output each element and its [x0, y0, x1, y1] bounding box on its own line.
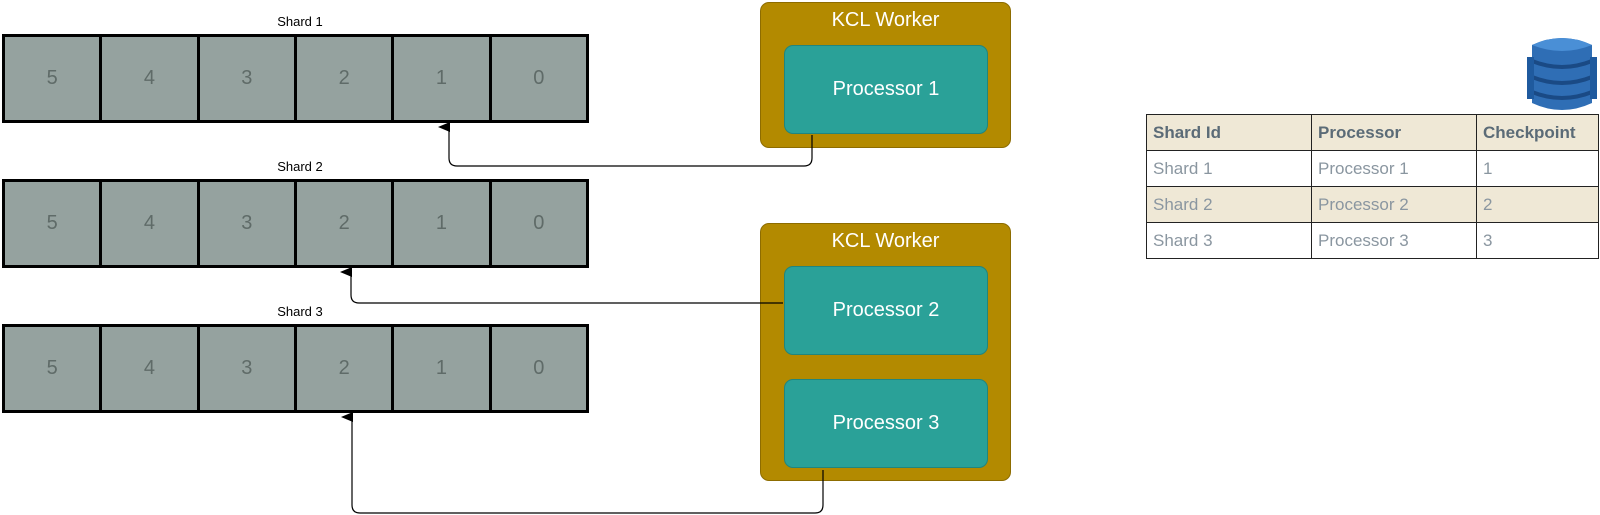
arrow-processor-2-to-shard-2 — [340, 267, 783, 304]
record-cell: 4 — [102, 182, 200, 265]
record-cell: 0 — [533, 357, 545, 379]
record-cell: 3 — [200, 327, 297, 410]
record-cell: 0 — [533, 67, 545, 89]
cell-checkpoint: 1 — [1476, 150, 1599, 187]
dynamodb-database-icon — [1527, 38, 1597, 110]
shard-label-2: Shard 2 — [277, 159, 323, 174]
record-cell: 1 — [394, 327, 492, 410]
table-row: Shard 3 Processor 3 3 — [1146, 222, 1599, 259]
processor-3: Processor 3 — [784, 379, 988, 468]
cell-checkpoint: 3 — [1476, 222, 1599, 259]
record-cell: 2 — [297, 327, 395, 410]
processor-2: Processor 2 — [784, 266, 988, 355]
table-row: Shard 1 Processor 1 1 — [1146, 150, 1599, 187]
header-shard-id: Shard Id — [1146, 114, 1312, 151]
record-cell: 4 — [102, 37, 200, 120]
shard-label-3: Shard 3 — [277, 304, 323, 319]
cell-processor: Processor 3 — [1311, 222, 1477, 259]
header-checkpoint: Checkpoint — [1476, 114, 1599, 151]
record-cell: 1 — [394, 182, 492, 265]
record-cell: 1 — [394, 37, 492, 120]
cell-checkpoint: 2 — [1476, 186, 1599, 223]
record-cell: 2 — [297, 37, 395, 120]
worker-title: KCL Worker — [831, 9, 940, 31]
table-header-row: Shard Id Processor Checkpoint — [1146, 114, 1599, 151]
cell-processor: Processor 1 — [1311, 150, 1477, 187]
cell-processor: Processor 2 — [1311, 186, 1477, 223]
record-cell: 4 — [102, 327, 200, 410]
header-processor: Processor — [1311, 114, 1477, 151]
arrow-processor-3-to-shard-3 — [341, 412, 824, 514]
record-cell: 5 — [5, 327, 103, 410]
kcl-worker-1: KCL Worker Processor 1 — [760, 2, 1011, 148]
shard-row-2: 5 4 3 2 1 0 — [2, 179, 589, 268]
checkpoint-table: Shard Id Processor Checkpoint Shard 1 Pr… — [1146, 114, 1599, 259]
record-cell: 3 — [200, 37, 297, 120]
table-row: Shard 2 Processor 2 2 — [1146, 186, 1599, 223]
processor-1: Processor 1 — [784, 45, 988, 134]
record-cell: 5 — [5, 37, 103, 120]
kcl-worker-2: KCL Worker Processor 2 Processor 3 — [760, 223, 1011, 481]
record-cell: 3 — [200, 182, 297, 265]
cell-shard-id: Shard 2 — [1146, 186, 1312, 223]
cell-shard-id: Shard 3 — [1146, 222, 1312, 259]
record-cell: 0 — [533, 212, 545, 234]
worker-title: KCL Worker — [831, 230, 940, 252]
record-cell: 2 — [297, 182, 395, 265]
shard-row-1: 5 4 3 2 1 0 — [2, 34, 589, 123]
cell-shard-id: Shard 1 — [1146, 150, 1312, 187]
shard-label-1: Shard 1 — [277, 14, 323, 29]
record-cell: 5 — [5, 182, 103, 265]
shard-row-3: 5 4 3 2 1 0 — [2, 324, 589, 413]
